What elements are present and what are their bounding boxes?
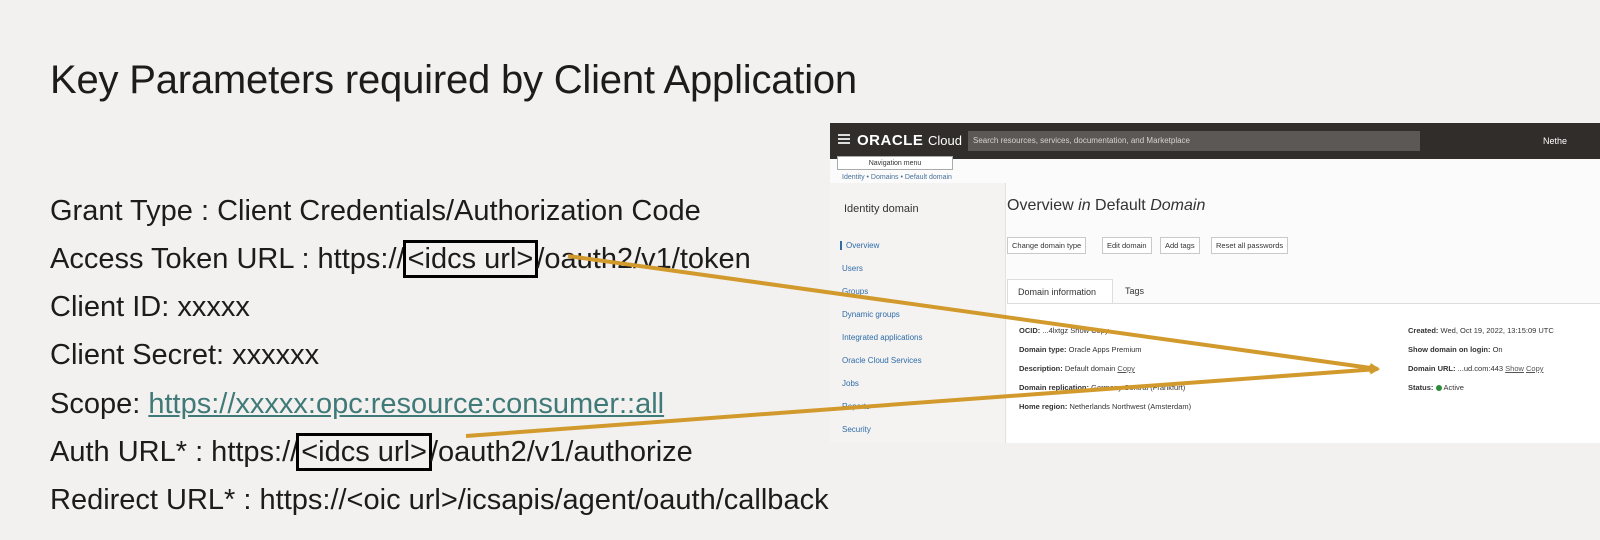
access-token-url-line: Access Token URL : https://<idcs url>/oa…	[50, 240, 751, 278]
info-description: Description: Default domain Copy	[1019, 364, 1135, 373]
sidebar-item-jobs[interactable]: Jobs	[842, 379, 859, 388]
reset-all-passwords-button[interactable]: Reset all passwords	[1211, 237, 1289, 254]
auth-idcs-url-box: <idcs url>	[296, 433, 432, 471]
auth-url-prefix: Auth URL* : https://	[50, 436, 299, 468]
sidebar-item-overview[interactable]: Overview	[840, 241, 879, 250]
info-value: ...4lxtgz Show Copy	[1042, 326, 1109, 335]
oracle-cloud-logo[interactable]: ORACLE Cloud	[857, 132, 962, 149]
breadcrumb[interactable]: Identity • Domains • Default domain	[842, 174, 952, 181]
info-ocid: OCID: ...4lxtgz Show Copy	[1019, 326, 1109, 335]
auth-url-line: Auth URL* : https://<idcs url>/oauth2/v1…	[50, 433, 693, 471]
info-value: Germany Central (Frankfurt)	[1091, 383, 1186, 392]
title-prefix: Overview	[1007, 197, 1074, 214]
tab-tags[interactable]: Tags	[1125, 286, 1145, 296]
info-domain-type: Domain type: Oracle Apps Premium	[1019, 345, 1142, 354]
edit-domain-button[interactable]: Edit domain	[1102, 237, 1152, 254]
navigation-menu-tooltip: Navigation menu	[837, 156, 953, 170]
scope-line: Scope: https://xxxxx:opc:resource:consum…	[50, 386, 664, 422]
scope-link[interactable]: https://xxxxx:opc:resource:consumer::all	[148, 388, 665, 420]
sidebar-item-dynamic-groups[interactable]: Dynamic groups	[842, 310, 900, 319]
info-value: ...ud.com:443	[1457, 364, 1504, 373]
info-label: Domain replication:	[1019, 383, 1090, 392]
change-domain-type-button[interactable]: Change domain type	[1007, 237, 1087, 254]
status-active-icon	[1435, 385, 1442, 392]
sidebar-item-integrated-applications[interactable]: Integrated applications	[842, 333, 923, 342]
sidebar-item-oracle-cloud-services[interactable]: Oracle Cloud Services	[842, 356, 922, 365]
info-label: Domain type:	[1019, 345, 1067, 354]
info-value: Active	[1443, 383, 1464, 392]
auth-url-suffix: /oauth2/v1/authorize	[429, 436, 693, 468]
redirect-url-line: Redirect URL* : https://<oic url>/icsapi…	[50, 484, 829, 516]
info-value: Wed, Oct 19, 2022, 13:15:09 UTC	[1440, 326, 1554, 335]
logo-suffix: Cloud	[928, 133, 962, 148]
sidebar-item-security[interactable]: Security	[842, 425, 871, 434]
domain-url-copy-link[interactable]: Copy	[1526, 364, 1544, 373]
title-in: in	[1078, 197, 1091, 214]
info-label: OCID:	[1019, 326, 1041, 335]
sidebar-heading: Identity domain	[844, 203, 919, 215]
sidebar-item-reports[interactable]: Reports	[842, 402, 871, 411]
logo-text: ORACLE	[857, 132, 924, 149]
info-label: Show domain on login:	[1408, 345, 1491, 354]
console-search-input[interactable]: Search resources, services, documentatio…	[968, 131, 1420, 151]
info-domain-url: Domain URL: ...ud.com:443 Show Copy	[1408, 364, 1544, 373]
domain-information-panel: OCID: ...4lxtgz Show Copy Domain type: O…	[1007, 304, 1600, 443]
oracle-console-screenshot: ORACLE Cloud Search resources, services,…	[830, 123, 1600, 443]
identity-sidebar: Identity domain Overview Users Groups Dy…	[830, 183, 1006, 443]
info-value: Default domain	[1064, 364, 1116, 373]
sidebar-item-groups[interactable]: Groups	[842, 287, 869, 296]
info-label: Status:	[1408, 383, 1434, 392]
slide-title: Key Parameters required by Client Applic…	[50, 58, 857, 102]
region-selector[interactable]: Nethe	[1543, 136, 1568, 146]
info-status: Status: Active	[1408, 383, 1464, 392]
description-copy-link[interactable]: Copy	[1117, 364, 1135, 373]
scope-label: Scope:	[50, 388, 149, 420]
title-name: Default	[1095, 197, 1146, 214]
info-value: Oracle Apps Premium	[1068, 345, 1142, 354]
info-domain-replication: Domain replication: Germany Central (Fra…	[1019, 383, 1185, 392]
add-tags-button[interactable]: Add tags	[1160, 237, 1200, 254]
info-home-region: Home region: Netherlands Northwest (Amst…	[1019, 402, 1191, 411]
client-id-line: Client ID: xxxxx	[50, 291, 250, 323]
access-token-url-prefix: Access Token URL : https://	[50, 243, 405, 275]
info-show-domain-on-login: Show domain on login: On	[1408, 345, 1503, 354]
tab-domain-information[interactable]: Domain information	[1007, 279, 1113, 304]
info-value: Netherlands Northwest (Amsterdam)	[1069, 402, 1192, 411]
info-label: Description:	[1019, 364, 1063, 373]
info-label: Home region:	[1019, 402, 1068, 411]
domain-url-show-link[interactable]: Show	[1505, 364, 1524, 373]
info-label: Domain URL:	[1408, 364, 1456, 373]
title-suffix: Domain	[1150, 197, 1206, 214]
info-label: Created:	[1408, 326, 1439, 335]
page-title: Overview in Default Domain	[1007, 197, 1205, 215]
client-secret-line: Client Secret: xxxxxx	[50, 339, 320, 371]
info-created: Created: Wed, Oct 19, 2022, 13:15:09 UTC	[1408, 326, 1554, 335]
access-token-url-suffix: /oauth2/v1/token	[536, 243, 751, 275]
info-value: On	[1492, 345, 1503, 354]
access-token-idcs-url-box: <idcs url>	[402, 240, 539, 278]
hamburger-menu-icon[interactable]	[838, 134, 850, 144]
grant-type-line: Grant Type : Client Credentials/Authoriz…	[50, 195, 701, 227]
sidebar-item-users[interactable]: Users	[842, 264, 863, 273]
console-topbar: ORACLE Cloud Search resources, services,…	[830, 123, 1600, 159]
